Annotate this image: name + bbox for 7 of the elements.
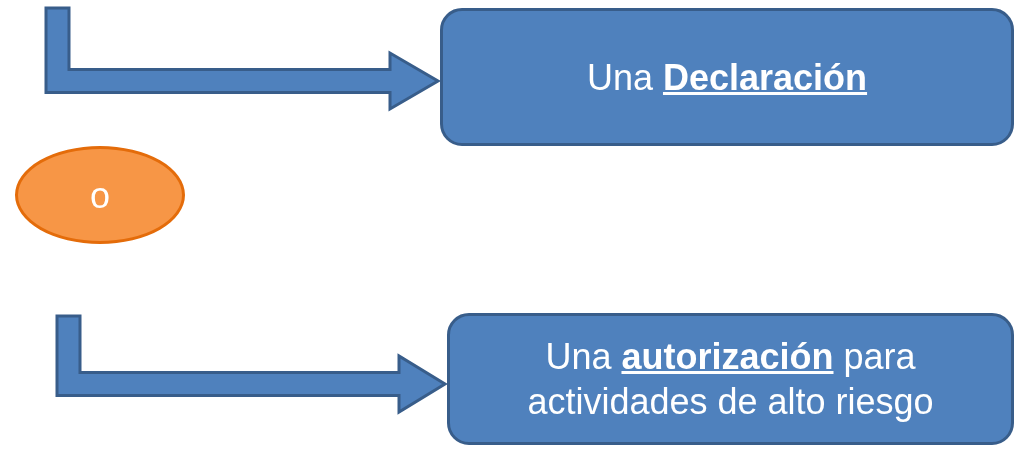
bent-block-arrow [55, 314, 448, 415]
node-label: o [90, 173, 110, 218]
bent-block-arrow [44, 6, 441, 112]
node-label: Una autorización para actividades de alto riesgo [526, 335, 935, 424]
node-label: Una Declaración [586, 55, 868, 100]
process-box [447, 313, 1014, 445]
process-box [440, 8, 1014, 146]
